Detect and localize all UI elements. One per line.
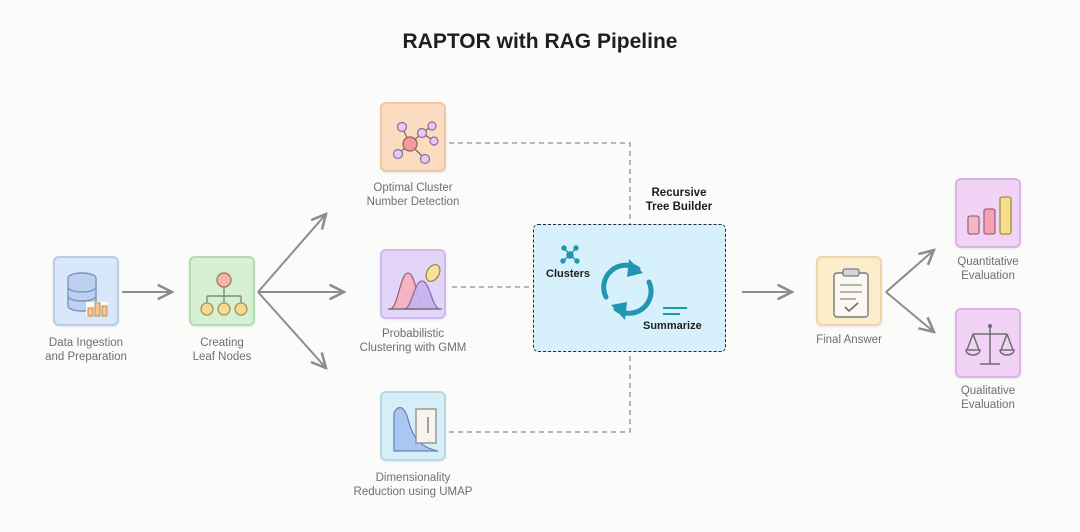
umap-node xyxy=(380,391,446,461)
clipboard-check-icon xyxy=(833,268,869,318)
summarize-icon xyxy=(663,307,687,315)
ingestion-label: Data Ingestion and Preparation xyxy=(45,337,127,363)
umap-label: Dimensionality Reduction using UMAP xyxy=(353,472,473,498)
optimal-cluster-node xyxy=(380,102,446,172)
quantitative-label: Quantitative Evaluation xyxy=(957,256,1019,282)
refresh-cycle-icon xyxy=(601,262,654,316)
leaf-node xyxy=(189,256,255,326)
arrow-final-to-qualitative xyxy=(885,291,934,332)
quantitative-node xyxy=(955,178,1021,248)
gmm-node xyxy=(380,249,446,319)
tree-hierarchy-icon xyxy=(200,272,248,316)
ingestion-node xyxy=(53,256,119,326)
distribution-curve-icon xyxy=(388,263,442,310)
builder-title: Recursive Tree Builder xyxy=(645,187,713,213)
clusters-icon xyxy=(560,245,580,264)
arrow-final-to-quantitative xyxy=(885,250,934,293)
balance-scale-icon xyxy=(965,324,1015,365)
dashed-optimal-to-builder xyxy=(449,142,631,224)
database-chart-icon xyxy=(67,272,108,317)
bar-chart-icon xyxy=(967,196,1012,235)
qualitative-node xyxy=(955,308,1021,378)
qualitative-label: Qualitative Evaluation xyxy=(960,385,1016,411)
leaf-label: Creating Leaf Nodes xyxy=(192,337,252,363)
summarize-label: Summarize xyxy=(643,320,702,332)
optimal-cluster-label: Optimal Cluster Number Detection xyxy=(366,182,460,208)
arrow-leaf-to-optimal xyxy=(257,214,326,293)
umap-curve-icon xyxy=(393,407,439,452)
final-answer-node xyxy=(816,256,882,326)
page-title: RAPTOR with RAG Pipeline xyxy=(402,30,678,53)
recursive-tree-builder: Clusters Summarize xyxy=(533,224,726,352)
final-answer-label: Final Answer xyxy=(816,334,882,346)
gmm-label: Probabilistic Clustering with GMM xyxy=(359,328,467,354)
dashed-umap-to-builder xyxy=(449,352,631,433)
clusters-label: Clusters xyxy=(546,268,591,280)
builder-icons xyxy=(560,245,687,320)
arrow-leaf-to-umap xyxy=(257,291,326,368)
network-graph-icon xyxy=(392,121,439,165)
